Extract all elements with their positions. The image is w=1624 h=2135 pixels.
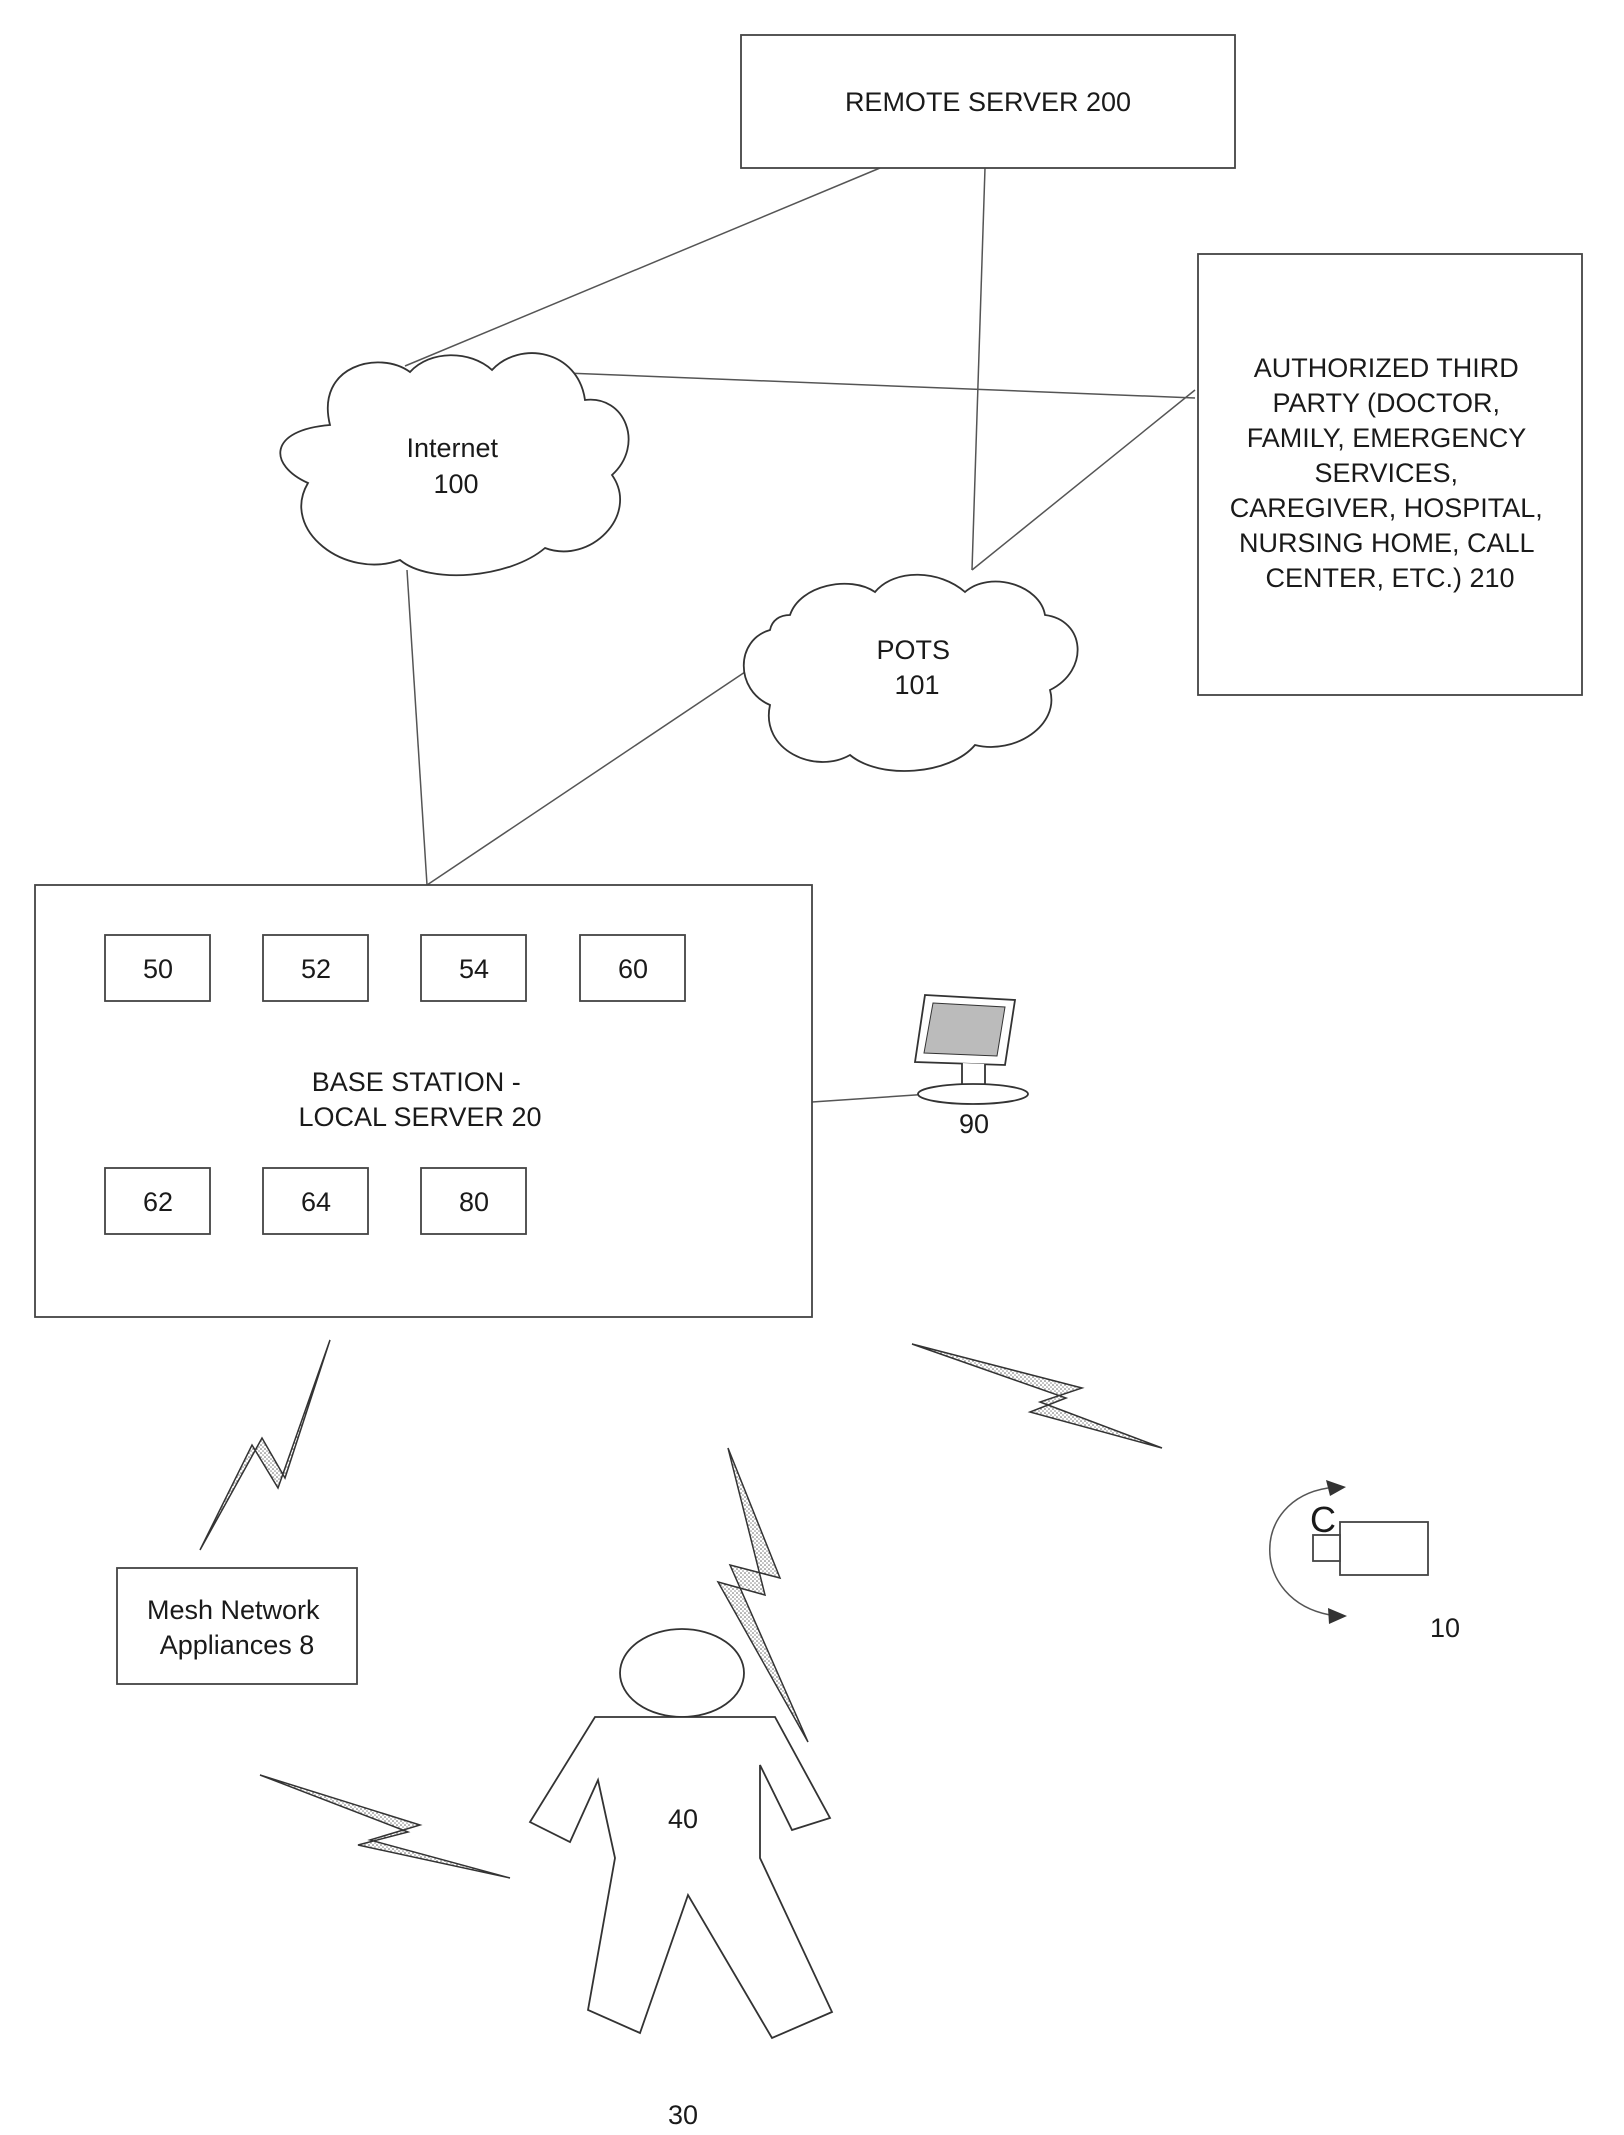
rotation-arrowhead-bottom	[1328, 1608, 1347, 1624]
person-label: 30	[668, 2100, 698, 2130]
pots-name: POTS	[876, 635, 950, 665]
base-station-line-2: LOCAL SERVER 20	[298, 1102, 541, 1132]
base-station: 50 52 54 60 BASE STATION - LOCAL SERVER …	[35, 885, 812, 1317]
monitor-icon	[915, 995, 1028, 1104]
wireless-bolt-mesh	[200, 1340, 330, 1550]
camera: C 10	[1270, 1480, 1460, 1643]
person-body-label: 40	[668, 1804, 698, 1834]
module-label: 50	[143, 954, 173, 984]
internet-name: Internet	[406, 433, 498, 463]
pots-cloud: POTS 101	[744, 575, 1078, 771]
link-pots-remote-server	[972, 168, 985, 570]
third-party-line: NURSING HOME, CALL	[1239, 528, 1535, 558]
link-pots-third-party	[972, 390, 1195, 570]
mesh-network-appliances: Mesh Network Appliances 8	[117, 1568, 357, 1684]
person-head	[620, 1629, 744, 1717]
module-50: 50	[105, 935, 210, 1001]
third-party-line: AUTHORIZED THIRD	[1254, 353, 1519, 383]
internet-cloud: Internet 100	[280, 353, 628, 575]
third-party-line: FAMILY, EMERGENCY	[1247, 423, 1527, 453]
remote-server: REMOTE SERVER 200	[741, 35, 1235, 168]
third-party-line: PARTY (DOCTOR,	[1272, 388, 1500, 418]
pots-number: 101	[894, 670, 939, 700]
link-pots-base-station	[427, 670, 748, 885]
module-label: 54	[459, 954, 489, 984]
internet-cloud-shape	[280, 353, 628, 575]
monitor-screen	[924, 1003, 1005, 1056]
rotation-arrowhead-top	[1326, 1480, 1346, 1496]
module-label: 80	[459, 1187, 489, 1217]
link-internet-base-station	[407, 570, 427, 885]
module-label: 52	[301, 954, 331, 984]
link-base-station-monitor	[812, 1094, 930, 1102]
module-label: 64	[301, 1187, 331, 1217]
authorized-third-party: AUTHORIZED THIRD PARTY (DOCTOR, FAMILY, …	[1198, 254, 1582, 695]
base-station-line-1: BASE STATION -	[312, 1067, 521, 1097]
mesh-box	[117, 1568, 357, 1684]
module-64: 64	[263, 1168, 368, 1234]
third-party-line: CENTER, ETC.) 210	[1265, 563, 1514, 593]
link-internet-remote-server	[405, 168, 880, 366]
module-label: 60	[618, 954, 648, 984]
mesh-line-2: Appliances 8	[160, 1630, 315, 1660]
camera-body	[1340, 1522, 1428, 1575]
module-62: 62	[105, 1168, 210, 1234]
monitor-base	[918, 1084, 1028, 1104]
wireless-bolt-camera	[912, 1344, 1162, 1448]
module-52: 52	[263, 935, 368, 1001]
camera-label: 10	[1430, 1613, 1460, 1643]
remote-server-label: REMOTE SERVER 200	[845, 87, 1131, 117]
internet-number: 100	[433, 469, 478, 499]
module-label: 62	[143, 1187, 173, 1217]
camera-glyph: C	[1310, 1499, 1336, 1540]
mesh-line-1: Mesh Network	[147, 1595, 320, 1625]
module-80: 80	[421, 1168, 526, 1234]
camera-icon: C	[1270, 1480, 1428, 1624]
third-party-line: SERVICES,	[1314, 458, 1458, 488]
monitor: 90	[915, 995, 1028, 1139]
wireless-bolt-person-lower	[260, 1775, 510, 1878]
monitor-label: 90	[959, 1109, 989, 1139]
module-54: 54	[421, 935, 526, 1001]
person-body	[530, 1717, 832, 2038]
third-party-line: CAREGIVER, HOSPITAL,	[1230, 493, 1543, 523]
module-60: 60	[580, 935, 685, 1001]
